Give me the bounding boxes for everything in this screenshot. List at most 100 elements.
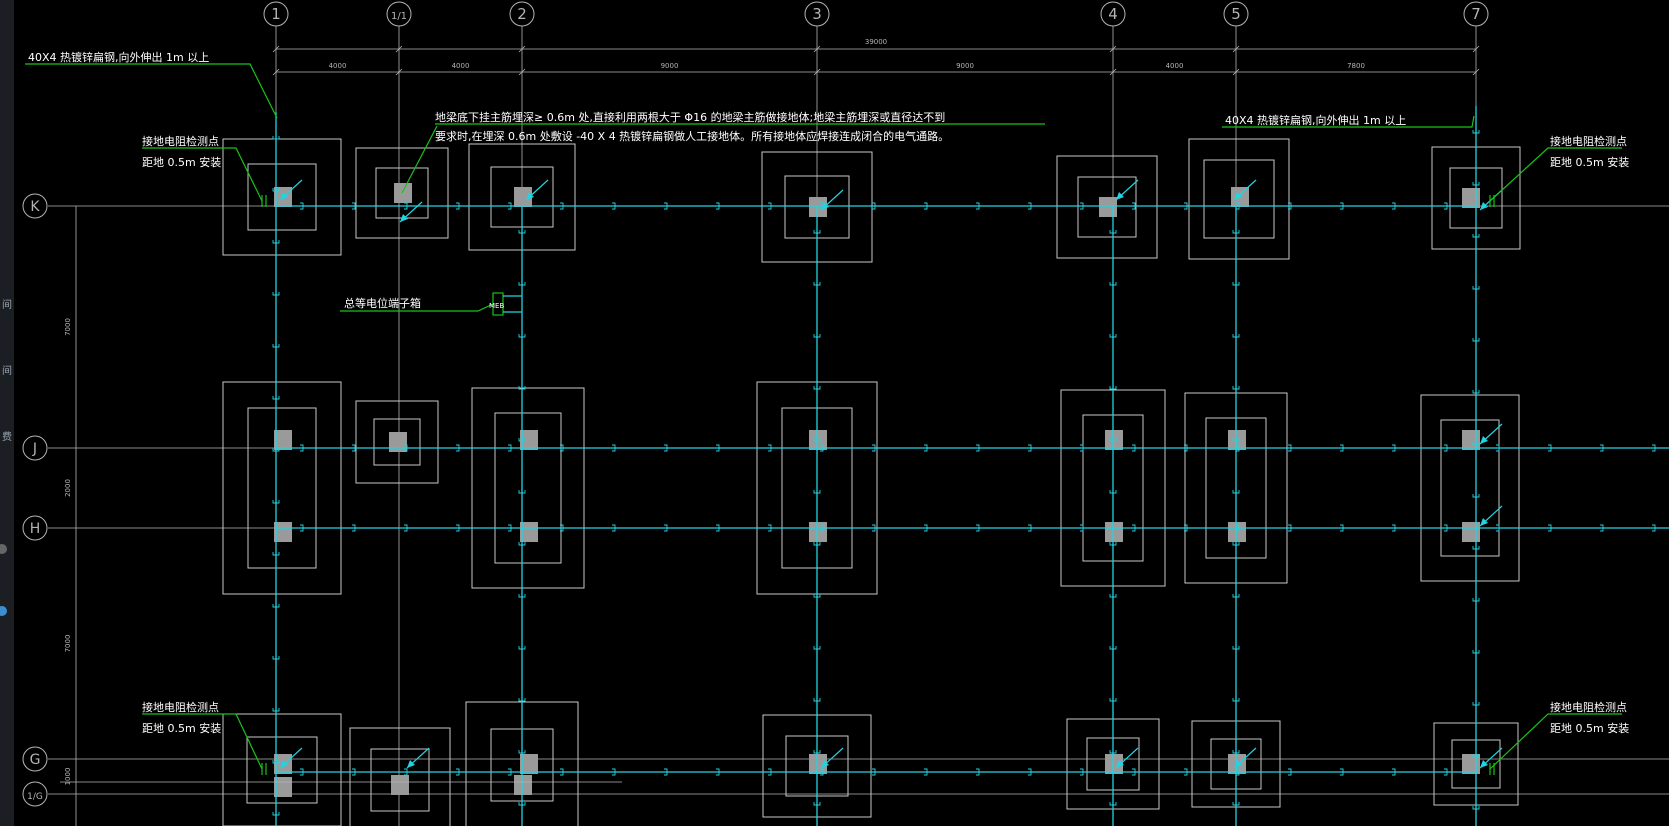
weld-mark — [1652, 444, 1656, 452]
test-point-note-bottom-right[interactable]: 接地电阻检测点 距地 0.5m 安装 — [1489, 700, 1629, 770]
weld-mark — [1444, 444, 1448, 452]
test-point-note-top-right[interactable]: 接地电阻检测点 距地 0.5m 安装 — [1489, 134, 1629, 202]
axis-label: 4 — [1108, 5, 1118, 23]
weld-mark — [1472, 286, 1480, 290]
weld-mark — [272, 812, 280, 816]
axis-label: 7 — [1471, 5, 1481, 23]
arrow-head — [1234, 760, 1242, 768]
axis-bubble[interactable] — [22, 781, 48, 807]
weld-mark — [1236, 524, 1240, 532]
axis-bubble[interactable] — [386, 1, 412, 27]
axis-bubble[interactable] — [509, 1, 535, 27]
weld-mark — [352, 202, 356, 210]
foundation[interactable] — [471, 387, 585, 589]
foundation-inner — [1077, 176, 1137, 238]
axis-bubble[interactable] — [22, 435, 48, 461]
column-block — [391, 775, 409, 795]
weld-mark — [404, 768, 408, 776]
meb-box-symbol[interactable] — [492, 292, 504, 316]
test-point-symbol[interactable] — [261, 763, 267, 775]
axis-bubble[interactable] — [263, 1, 289, 27]
axis-bubble[interactable] — [22, 515, 48, 541]
arrow-head — [1480, 760, 1488, 768]
weld-mark — [518, 646, 526, 650]
grounding-spec-note[interactable]: 地梁底下挂主筋埋深≥ 0.6m 处,直接利用两根大于 Φ16 的地梁主筋做接地体… — [401, 110, 1045, 194]
weld-mark — [872, 444, 876, 452]
weld-mark — [664, 444, 668, 452]
dim-tick — [1232, 68, 1240, 76]
axis-bubble[interactable] — [22, 746, 48, 772]
annotations: 40X4 热镀锌扁钢,向外伸出 1m 以上 40X4 热镀锌扁钢,向外伸出 1m… — [25, 50, 1629, 770]
weld-mark — [300, 444, 304, 452]
weld-mark — [518, 334, 526, 338]
foundation[interactable] — [1188, 138, 1290, 260]
dim-tick — [1232, 45, 1240, 53]
side-panel-label[interactable]: 费 — [2, 432, 12, 443]
weld-mark — [924, 202, 928, 210]
column-block — [520, 430, 538, 450]
arrow-head — [1480, 518, 1488, 526]
arrow-head — [1234, 192, 1242, 200]
foundation[interactable] — [1420, 394, 1520, 582]
weld-mark — [272, 136, 280, 140]
axis-bubble[interactable] — [1100, 1, 1126, 27]
weld-mark — [1232, 438, 1240, 442]
test-point-title: 接地电阻检测点 — [1550, 134, 1627, 148]
dim-tick — [395, 68, 403, 76]
test-point-note-top-left[interactable]: 接地电阻检测点 距地 0.5m 安装 — [142, 134, 263, 202]
axis-bubble[interactable] — [1223, 1, 1249, 27]
side-panel-label[interactable]: 间 — [2, 300, 12, 311]
column-block — [274, 430, 292, 450]
test-point-note-bottom-left[interactable]: 接地电阻检测点 距地 0.5m 安装 — [142, 700, 263, 770]
flat-steel-note-left[interactable]: 40X4 热镀锌扁钢,向外伸出 1m 以上 — [25, 50, 278, 119]
weld-mark — [872, 524, 876, 532]
test-point-detail: 距地 0.5m 安装 — [1550, 721, 1629, 735]
foundation[interactable] — [222, 713, 342, 826]
weld-mark — [518, 802, 526, 806]
weld-mark — [1236, 444, 1240, 452]
weld-mark — [768, 768, 772, 776]
test-point-symbol[interactable] — [261, 195, 267, 207]
foundation-inner — [247, 163, 317, 231]
side-panel-label[interactable]: 间 — [2, 366, 12, 377]
weld-mark — [456, 202, 460, 210]
foundation-outer — [355, 400, 439, 484]
flat-steel-note-right[interactable]: 40X4 热镀锌扁钢,向外伸出 1m 以上 — [1222, 113, 1475, 128]
foundation[interactable] — [222, 381, 342, 595]
meb-box-callout[interactable]: 总等电位端子箱 MEB — [340, 292, 522, 316]
foundation-inner — [370, 748, 430, 812]
foundation[interactable] — [349, 727, 451, 826]
weld-mark — [300, 524, 304, 532]
foundation[interactable] — [355, 400, 439, 484]
foundation[interactable] — [1056, 155, 1158, 259]
weld-mark — [813, 230, 821, 234]
axis-bubble[interactable] — [804, 1, 830, 27]
foundation-outer — [1188, 138, 1290, 260]
weld-mark — [272, 188, 280, 192]
column-block — [1462, 430, 1480, 450]
axis-bubble[interactable] — [1463, 1, 1489, 27]
column-block — [394, 183, 412, 203]
weld-mark — [872, 202, 876, 210]
foundation[interactable] — [355, 147, 449, 239]
weld-mark — [976, 444, 980, 452]
weld-mark — [1472, 598, 1480, 602]
axis-bubble[interactable] — [22, 193, 48, 219]
weld-mark — [1184, 202, 1188, 210]
axis-label: 2 — [517, 5, 527, 23]
weld-mark — [560, 768, 564, 776]
weld-mark — [768, 202, 772, 210]
test-point-title: 接地电阻检测点 — [1550, 700, 1627, 714]
foundation-inner — [246, 736, 318, 804]
weld-mark — [272, 292, 280, 296]
weld-mark — [272, 656, 280, 660]
weld-mark — [272, 396, 280, 400]
dim-segment-text: 9000 — [661, 62, 679, 70]
foundations — [222, 138, 1521, 826]
weld-mark — [404, 444, 408, 452]
column-block — [389, 432, 407, 452]
weld-mark — [1109, 594, 1117, 598]
weld-mark — [272, 448, 280, 452]
